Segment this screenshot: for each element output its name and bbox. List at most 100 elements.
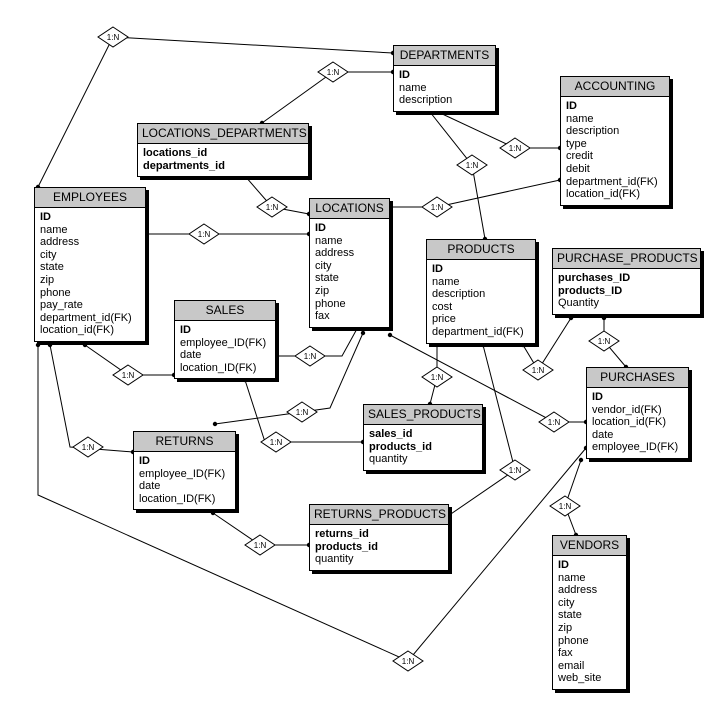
field-products-price: price xyxy=(432,313,456,326)
relationship-diamond xyxy=(286,401,318,423)
field-accounting-type: type xyxy=(566,137,587,150)
relationship-diamond xyxy=(72,436,104,458)
cardinality-label: 1:N xyxy=(266,203,279,212)
field-accounting-department-id: department_id(FK) xyxy=(566,175,658,188)
relationship-diamond xyxy=(499,459,531,481)
field-locations-name: name xyxy=(315,234,343,247)
connector-endpoint-dot xyxy=(434,342,440,348)
field-products-description: description xyxy=(432,288,486,301)
cardinality-label: 1:N xyxy=(509,466,522,475)
entity-locations[interactable]: LOCATIONS ID name address city state zip… xyxy=(309,198,390,328)
entity-title: SALES_PRODUCTS xyxy=(364,405,482,425)
entity-purchases[interactable]: PURCHASES ID vendor_id(FK) location_id(F… xyxy=(586,367,689,459)
field-returns-location-id: location_ID(FK) xyxy=(139,492,216,505)
relationship-diamond xyxy=(499,137,531,159)
field-list: ID name address city state zip phone pay… xyxy=(35,208,145,341)
cardinality-label: 1:N xyxy=(296,408,309,417)
field-products-department-id: department_id(FK) xyxy=(432,325,524,338)
cardinality-label: 1:N xyxy=(270,438,283,447)
field-vendors-zip: zip xyxy=(558,621,573,634)
relationship-diamond xyxy=(97,26,129,48)
relationship-locations-returns: 1:N xyxy=(212,330,366,427)
field-locations-fax: fax xyxy=(315,310,330,323)
field-vendors-email: email xyxy=(558,659,585,672)
field-locations-state: state xyxy=(315,272,339,285)
field-employees-address: address xyxy=(40,236,80,249)
connector-endpoint-dot xyxy=(568,315,574,321)
connector-endpoint-dot xyxy=(212,421,218,427)
field-accounting-name: name xyxy=(566,112,594,125)
field-employees-zip: zip xyxy=(40,273,55,286)
field-vendors-id: ID xyxy=(558,559,569,571)
cardinality-label: 1:N xyxy=(327,68,340,77)
field-departments-name: name xyxy=(399,81,427,94)
entity-departments[interactable]: DEPARTMENTS ID name description xyxy=(393,45,496,112)
entity-vendors[interactable]: VENDORS ID name address city state zip p… xyxy=(552,535,627,690)
cardinality-label: 1:N xyxy=(304,352,317,361)
entity-sales[interactable]: SALES ID employee_ID(FK) date location_I… xyxy=(174,300,276,380)
field-vendors-web-site: web_site xyxy=(558,672,602,685)
relationship-locations_departments-departments: 1:N xyxy=(259,61,396,126)
field-returns-id: ID xyxy=(139,455,150,467)
field-departments-description: description xyxy=(399,94,453,107)
field-vendors-state: state xyxy=(558,609,582,622)
entity-title: PURCHASE_PRODUCTS xyxy=(553,249,700,269)
relationship-locations-accounting: 1:N xyxy=(387,177,563,218)
field-vendors-phone: phone xyxy=(558,634,589,647)
field-sales-location-id: location_ID(FK) xyxy=(180,361,257,374)
relationship-products-returns_products: 1:N xyxy=(442,342,531,521)
connector-endpoint-dot xyxy=(520,342,526,348)
field-employees-city: city xyxy=(40,248,57,261)
field-sales-employee-id: employee_ID(FK) xyxy=(180,336,267,349)
relationship-diamond xyxy=(244,534,276,556)
entity-purchase-products[interactable]: PURCHASE_PRODUCTS purchases_ID products_… xyxy=(552,248,701,315)
cardinality-label: 1:N xyxy=(82,443,95,452)
field-list: ID name description cost price departmen… xyxy=(427,260,535,343)
entity-sales-products[interactable]: SALES_PRODUCTS sales_id products_id quan… xyxy=(363,404,483,471)
entity-title: PRODUCTS xyxy=(427,240,535,260)
field-products-cost: cost xyxy=(432,300,453,313)
entity-returns[interactable]: RETURNS ID employee_ID(FK) date location… xyxy=(133,431,236,511)
field-employees-name: name xyxy=(40,223,68,236)
field-products-id: products_ID xyxy=(558,284,623,297)
field-products-id: products_id xyxy=(369,440,432,453)
entity-products[interactable]: PRODUCTS ID name description cost price … xyxy=(426,239,536,344)
entity-title: ACCOUNTING xyxy=(561,77,669,97)
relationship-diamond xyxy=(421,366,453,388)
cardinality-label: 1:N xyxy=(402,657,415,666)
relationship-diamond xyxy=(256,196,288,218)
relationship-departments-accounting: 1:N xyxy=(435,109,563,159)
connector-endpoint-dot xyxy=(210,510,216,516)
field-list: returns_id products_id quantity xyxy=(310,525,448,570)
relationship-locations_departments-locations: 1:N xyxy=(242,173,312,218)
entity-returns-products[interactable]: RETURNS_PRODUCTS returns_id products_id … xyxy=(309,504,449,571)
connector-endpoint-dot xyxy=(387,332,393,338)
field-employees-phone: phone xyxy=(40,286,71,299)
field-list: ID name address city state zip phone fax… xyxy=(553,556,626,689)
field-sales-date: date xyxy=(180,349,202,362)
cardinality-label: 1:N xyxy=(532,366,545,375)
entity-accounting[interactable]: ACCOUNTING ID name description type cred… xyxy=(560,76,670,206)
cardinality-label: 1:N xyxy=(509,144,522,153)
field-list: locations_id departments_id xyxy=(138,144,308,176)
field-purchases-location-id: location_id(FK) xyxy=(592,416,666,429)
relationship-locations-purchases: 1:N xyxy=(387,332,589,433)
entity-title: SALES xyxy=(175,301,275,321)
relationship-line xyxy=(214,332,364,425)
relationship-connectors: 1:N1:N1:N1:N1:N1:N1:N1:N1:N1:N1:N1:N1:N1… xyxy=(35,26,629,672)
entity-title: EMPLOYEES xyxy=(35,188,145,208)
entity-employees[interactable]: EMPLOYEES ID name address city state zip… xyxy=(34,187,146,342)
field-vendors-city: city xyxy=(558,596,575,609)
field-accounting-credit: credit xyxy=(566,150,593,163)
cardinality-label: 1:N xyxy=(431,203,444,212)
connector-endpoint-dot xyxy=(601,315,607,321)
field-locations-city: city xyxy=(315,259,332,272)
field-products-id: ID xyxy=(432,263,443,275)
relationship-products-sales_products: 1:N xyxy=(421,342,453,407)
relationship-purchases-vendors: 1:N xyxy=(549,457,584,538)
entity-locations-departments[interactable]: LOCATIONS_DEPARTMENTS locations_id depar… xyxy=(137,123,309,178)
relationship-diamond xyxy=(549,495,581,517)
field-employees-department-id: department_id(FK) xyxy=(40,311,132,324)
field-list: ID vendor_id(FK) location_id(FK) date em… xyxy=(587,388,688,458)
